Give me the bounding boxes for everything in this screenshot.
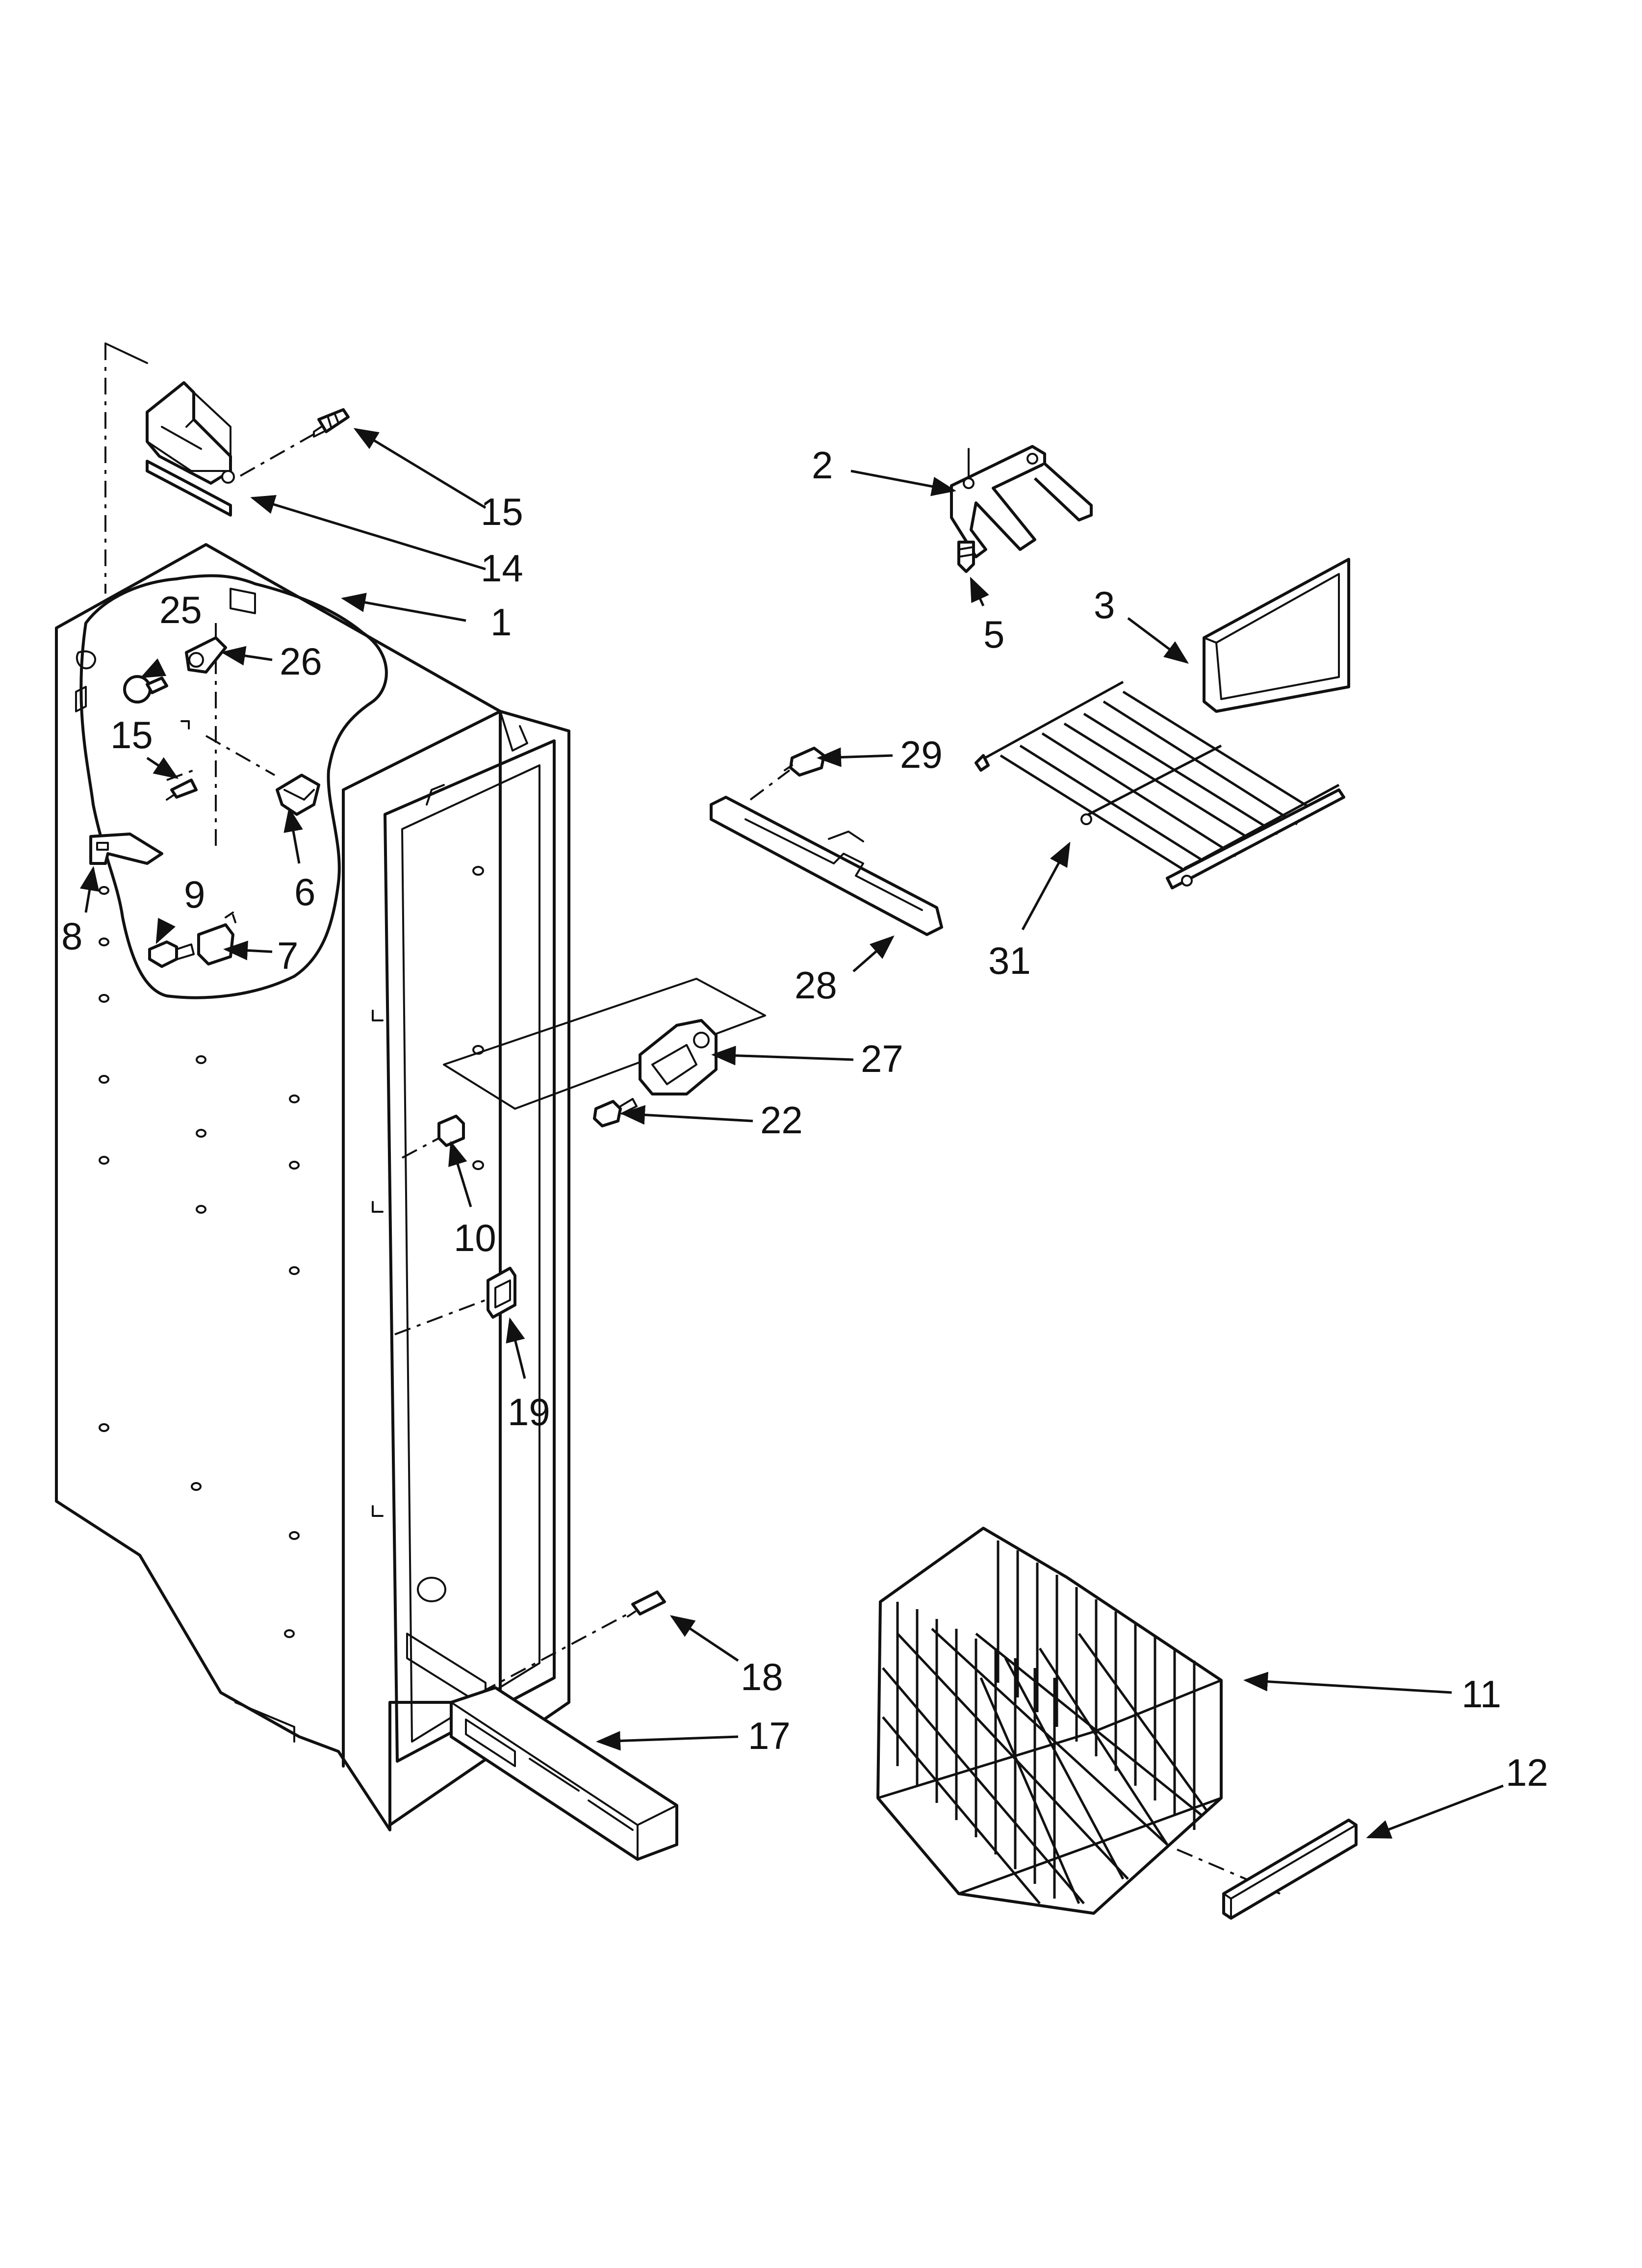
callout-9: 9 bbox=[184, 873, 205, 916]
callout-19: 19 bbox=[508, 1390, 550, 1434]
clip-7 bbox=[197, 912, 236, 965]
freezer-liner bbox=[55, 543, 570, 1831]
callout-1: 1 bbox=[490, 600, 512, 644]
callout-17: 17 bbox=[748, 1714, 791, 1757]
callout-27: 27 bbox=[861, 1037, 903, 1080]
mount-27 bbox=[639, 1019, 718, 1095]
plate-8 bbox=[89, 833, 163, 865]
callout-14: 14 bbox=[481, 547, 523, 590]
callout-18: 18 bbox=[741, 1655, 783, 1698]
callout-10: 10 bbox=[454, 1216, 496, 1259]
shelf-trim-3 bbox=[1203, 558, 1350, 713]
callout-5: 5 bbox=[983, 613, 1004, 656]
screw-15-lower bbox=[166, 779, 198, 801]
callout-25: 25 bbox=[159, 588, 202, 631]
screw-22 bbox=[593, 1098, 638, 1127]
leader-lines bbox=[79, 428, 1504, 1839]
liner-mount-holes bbox=[99, 866, 484, 1638]
switch-19 bbox=[487, 1267, 516, 1319]
grille-17 bbox=[450, 1686, 678, 1861]
screw-15-top bbox=[313, 408, 350, 438]
screw-5 bbox=[957, 541, 975, 573]
screw-9 bbox=[148, 940, 195, 968]
callout-labels: 15 14 1 25 26 15 6 8 9 7 10 19 22 27 29 … bbox=[61, 443, 1548, 1794]
callout-2: 2 bbox=[812, 443, 833, 487]
callout-6: 6 bbox=[294, 870, 315, 913]
callout-29: 29 bbox=[900, 733, 943, 776]
light-socket bbox=[185, 636, 227, 674]
callout-12: 12 bbox=[1506, 1751, 1548, 1794]
callout-15-lower: 15 bbox=[110, 713, 153, 756]
top-hinge-bracket bbox=[146, 381, 235, 517]
callout-22: 22 bbox=[760, 1098, 803, 1142]
callout-3: 3 bbox=[1094, 583, 1115, 626]
clip-6 bbox=[276, 774, 320, 816]
callout-26: 26 bbox=[280, 640, 322, 683]
callout-15-top: 15 bbox=[481, 490, 523, 533]
screw-18 bbox=[627, 1590, 666, 1617]
light-bulb bbox=[123, 675, 168, 704]
screw-29 bbox=[784, 747, 825, 777]
wire-shelf-31 bbox=[975, 680, 1345, 889]
shelf-rail-28 bbox=[710, 796, 943, 936]
callout-7: 7 bbox=[277, 934, 298, 977]
pushbutton-10 bbox=[437, 1115, 465, 1147]
callout-31: 31 bbox=[988, 939, 1031, 982]
callout-11: 11 bbox=[1462, 1672, 1501, 1716]
callout-28: 28 bbox=[795, 964, 837, 1007]
basket-clip-12 bbox=[1222, 1819, 1358, 1920]
callout-8: 8 bbox=[61, 914, 82, 958]
wire-basket-11 bbox=[876, 1527, 1223, 1915]
shelf-bracket-2 bbox=[950, 445, 1093, 558]
